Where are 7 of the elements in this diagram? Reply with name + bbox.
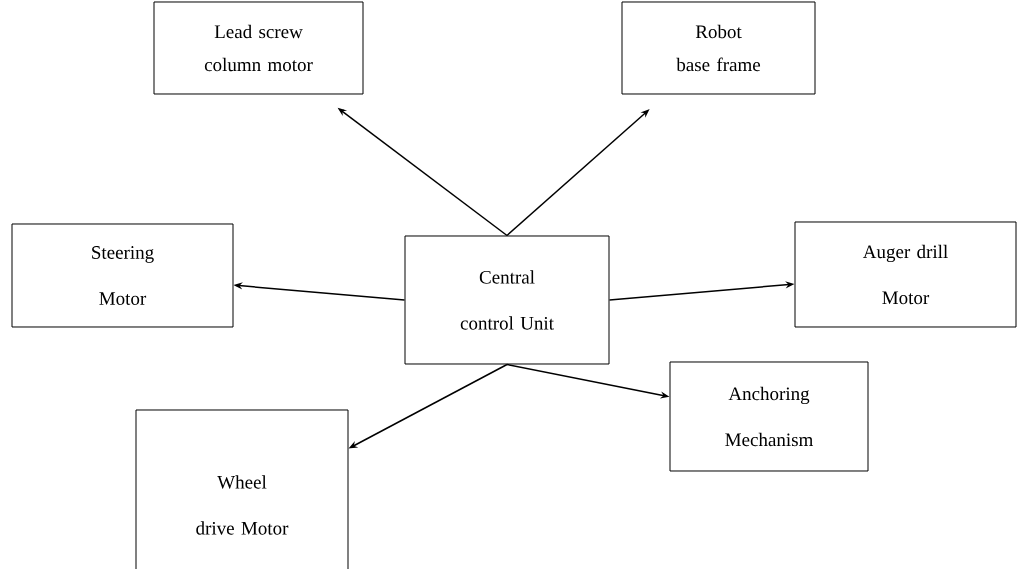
process-box: Central control Unit bbox=[404, 235, 610, 365]
process-box: Wheel drive Motor bbox=[135, 409, 349, 569]
process-box: Anchoring Mechanism bbox=[669, 361, 869, 472]
process-box: Steering Motor bbox=[11, 223, 234, 328]
process-box: Lead screw column motor bbox=[153, 1, 364, 95]
process-box: Robot base frame bbox=[621, 1, 816, 95]
process-box: Auger drill Motor bbox=[794, 221, 1017, 328]
